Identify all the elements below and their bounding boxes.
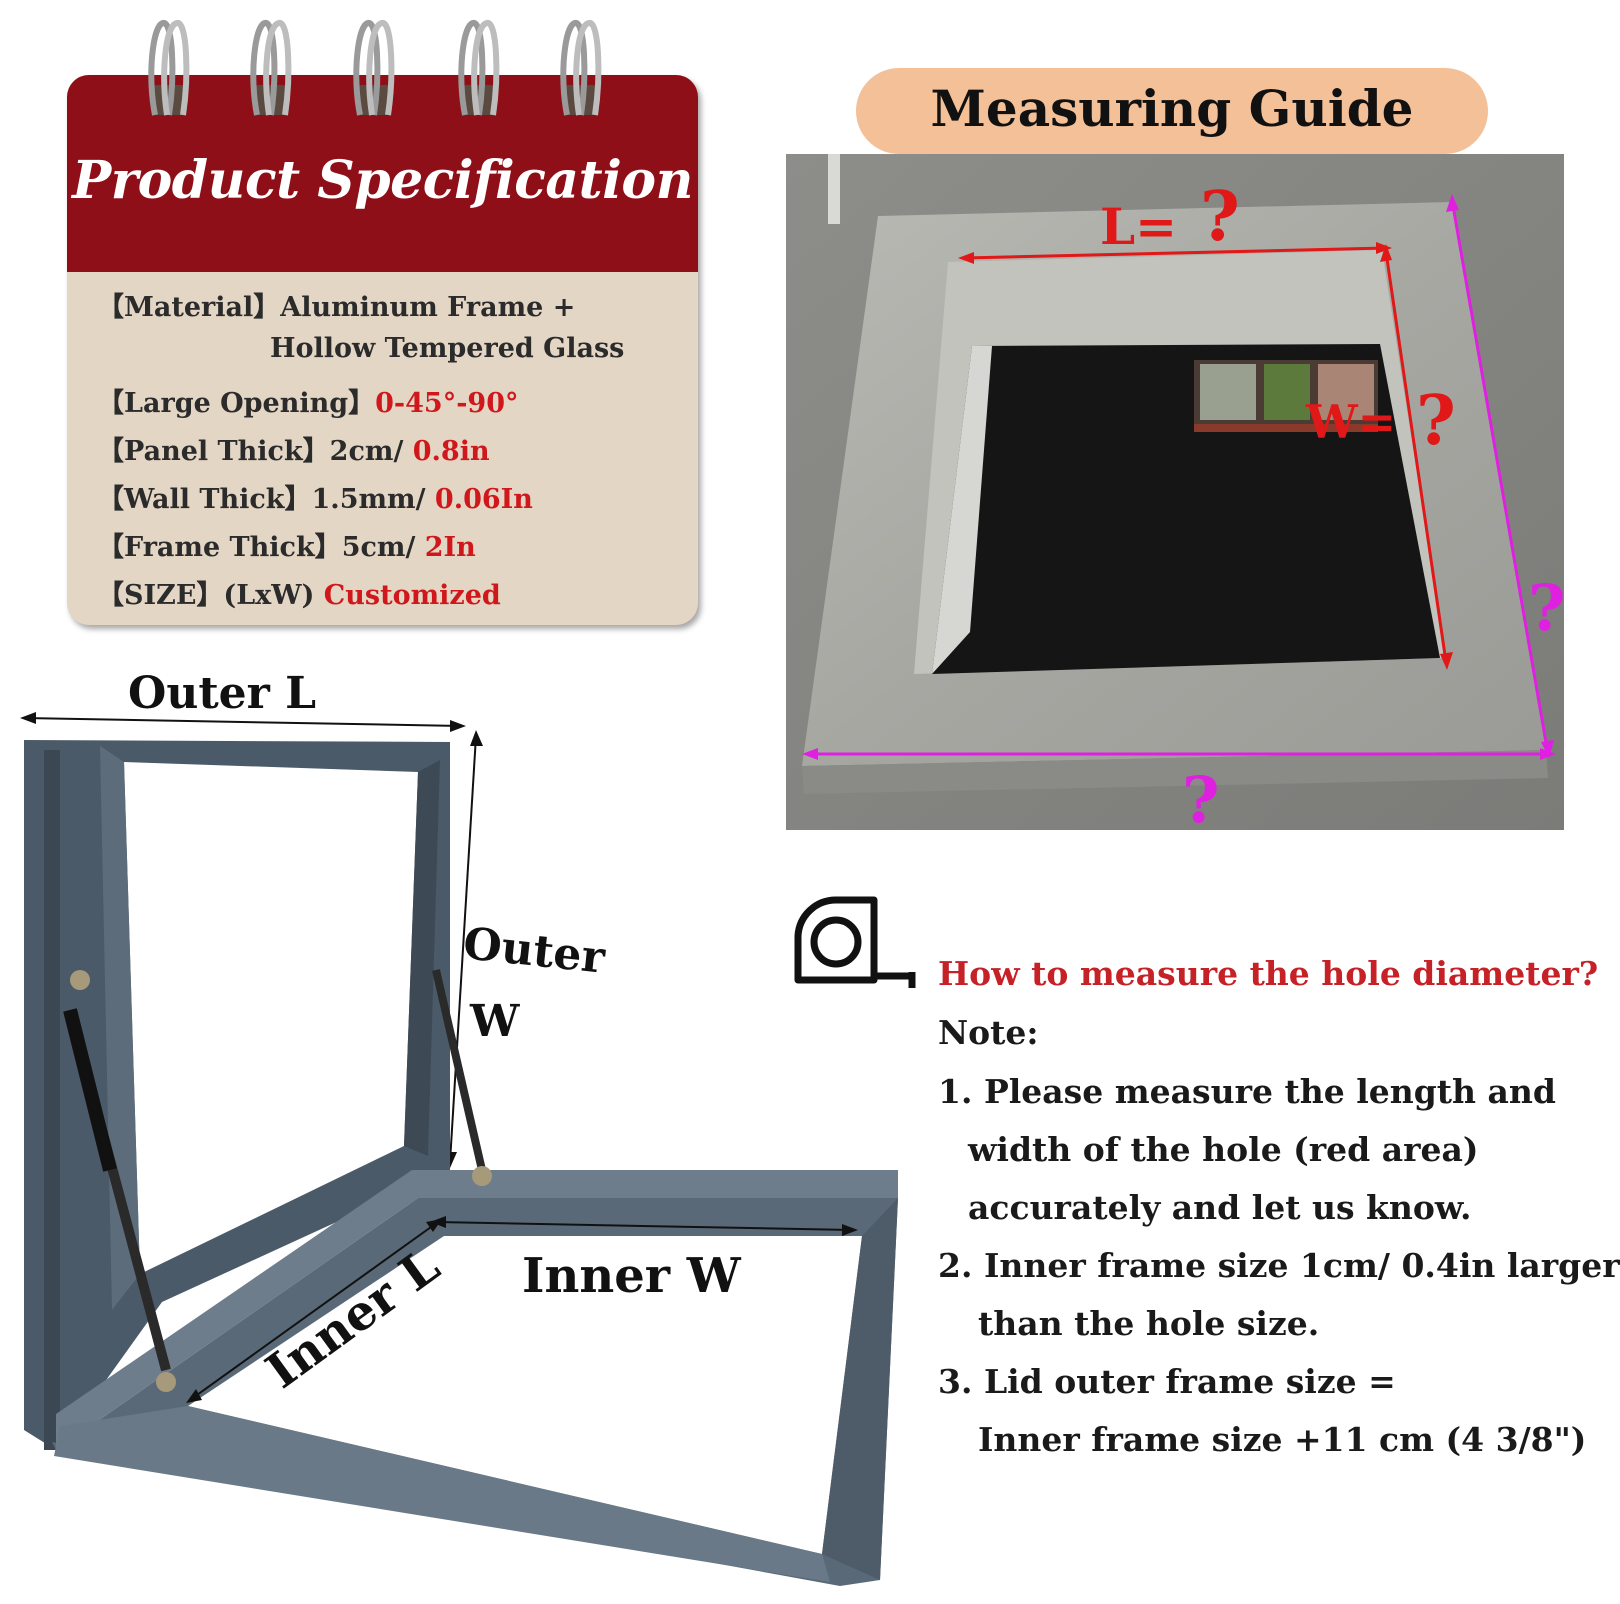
note-line: width of the hole (red area) bbox=[968, 1130, 1479, 1169]
measuring-tape-icon bbox=[794, 896, 916, 988]
width-arrow bbox=[1384, 251, 1448, 663]
spec-accent: 2In bbox=[424, 532, 476, 563]
outer-l-label: Outer L bbox=[128, 668, 316, 719]
product-specification-card: Product Specification 【Material】Aluminum… bbox=[67, 20, 698, 625]
note-label: Note: bbox=[938, 1013, 1039, 1052]
note-line: 1. Please measure the length and bbox=[938, 1072, 1556, 1111]
spec-label: 【Large Opening】 bbox=[97, 388, 376, 419]
frame-diagram: Outer L Outer W Inner W bbox=[0, 668, 910, 1600]
note-line: 2. Inner frame size 1cm/ 0.4in larger bbox=[938, 1246, 1620, 1285]
spec-label: 【Frame Thick】 bbox=[97, 532, 342, 563]
binding-ring-icon bbox=[458, 20, 500, 116]
binding-ring-icon bbox=[353, 20, 395, 116]
outer-w-label-1: Outer bbox=[461, 918, 608, 984]
spec-value: 2cm/ bbox=[329, 436, 404, 467]
length-question-mark: ? bbox=[1200, 177, 1240, 257]
spec-accent: Customized bbox=[323, 580, 501, 611]
concrete-hole-illustration: L= ? W= ? ? ? bbox=[786, 154, 1566, 838]
spec-row-material-cont: Hollow Tempered Glass bbox=[270, 333, 624, 364]
outer-width-question-mark: ? bbox=[1528, 571, 1566, 646]
spec-value: (LxW) bbox=[223, 580, 315, 611]
inner-l-arrow bbox=[189, 1221, 439, 1401]
spec-value: 5cm/ bbox=[341, 532, 416, 563]
spec-row-large-opening: 【Large Opening】0-45°-90° bbox=[97, 381, 519, 420]
outer-w-arrow bbox=[449, 735, 477, 1163]
outer-width-arrow bbox=[1450, 199, 1550, 755]
inner-w-label: Inner W bbox=[522, 1248, 742, 1304]
length-label: L= bbox=[1100, 197, 1177, 256]
spec-accent: 0.8in bbox=[412, 436, 490, 467]
spec-title: Product Specification bbox=[72, 150, 693, 211]
note-line: than the hole size. bbox=[978, 1304, 1320, 1343]
spec-row-size: 【SIZE】(LxW) Customized bbox=[97, 573, 501, 612]
gas-strut-right bbox=[432, 969, 486, 1171]
measuring-guide-title: Measuring Guide bbox=[930, 79, 1414, 138]
note-line: Inner frame size +11 cm (4 3/8") bbox=[978, 1420, 1587, 1459]
binding-ring-icon bbox=[560, 20, 602, 116]
binding-ring-icon bbox=[148, 20, 190, 116]
spec-value: 1.5mm/ bbox=[311, 484, 426, 515]
spec-label: 【Wall Thick】 bbox=[97, 484, 312, 515]
length-arrow bbox=[963, 246, 1387, 260]
spec-value: Aluminum Frame + bbox=[280, 292, 576, 323]
width-label: W= bbox=[1305, 395, 1396, 449]
spec-accent: 0.06In bbox=[434, 484, 533, 515]
spec-label: 【SIZE】 bbox=[97, 580, 224, 611]
spec-row-panel-thick: 【Panel Thick】2cm/ 0.8in bbox=[97, 429, 490, 468]
spec-row-material: 【Material】Aluminum Frame + bbox=[97, 285, 575, 324]
note-line: 3. Lid outer frame size = bbox=[938, 1362, 1396, 1401]
note-line: accurately and let us know. bbox=[968, 1188, 1472, 1227]
width-question-mark: ? bbox=[1416, 381, 1456, 461]
spec-row-frame-thick: 【Frame Thick】5cm/ 2In bbox=[97, 525, 476, 564]
spec-label: 【Material】 bbox=[97, 292, 281, 323]
spec-accent: 0-45°-90° bbox=[375, 388, 519, 419]
spec-value: Hollow Tempered Glass bbox=[270, 333, 625, 364]
skylight-frame-illustration: Outer L Outer W Inner W bbox=[20, 668, 898, 1586]
inner-w-arrow bbox=[435, 1221, 853, 1231]
outer-length-question-mark: ? bbox=[1182, 763, 1220, 838]
measuring-guide-pill bbox=[856, 68, 1488, 154]
binding-ring-icon bbox=[250, 20, 292, 116]
concrete-hole-photo: L= ? W= ? ? ? bbox=[786, 154, 1566, 838]
spec-row-wall-thick: 【Wall Thick】1.5mm/ 0.06In bbox=[97, 477, 533, 516]
measure-question: How to measure the hole diameter? bbox=[938, 954, 1599, 993]
outer-l-arrow bbox=[23, 717, 463, 727]
outer-w-label-2: W bbox=[469, 996, 520, 1047]
spec-label: 【Panel Thick】 bbox=[97, 436, 330, 467]
